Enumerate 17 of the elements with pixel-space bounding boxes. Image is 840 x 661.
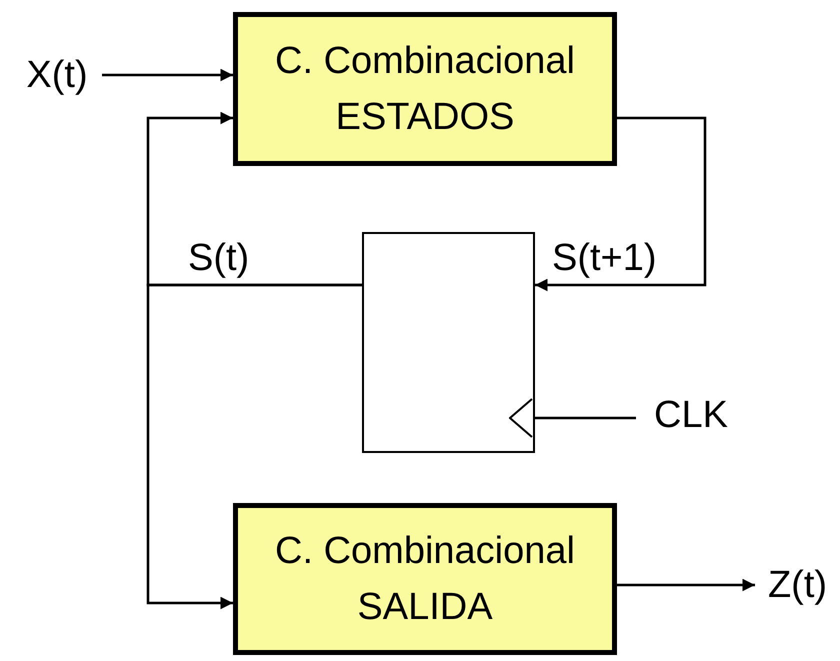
block-label: ESTADOS [336,95,514,140]
edge-label: S(t+1) [552,236,657,280]
register-box [362,232,535,453]
arrow [617,578,755,592]
connector-line [535,416,636,420]
signal-label: CLK [636,390,746,440]
block-label: SALIDA [357,585,493,630]
arrow [102,68,233,82]
arrow [535,116,706,292]
block-label: C. Combinacional [275,529,575,574]
edge-label: S(t) [188,236,250,280]
arrow [146,284,362,610]
signal-label: Z(t) [755,560,840,610]
block-label: C. Combinacional [275,39,575,84]
logic-block [233,503,617,655]
signal-label: X(t) [12,50,102,100]
logic-block [233,12,617,166]
